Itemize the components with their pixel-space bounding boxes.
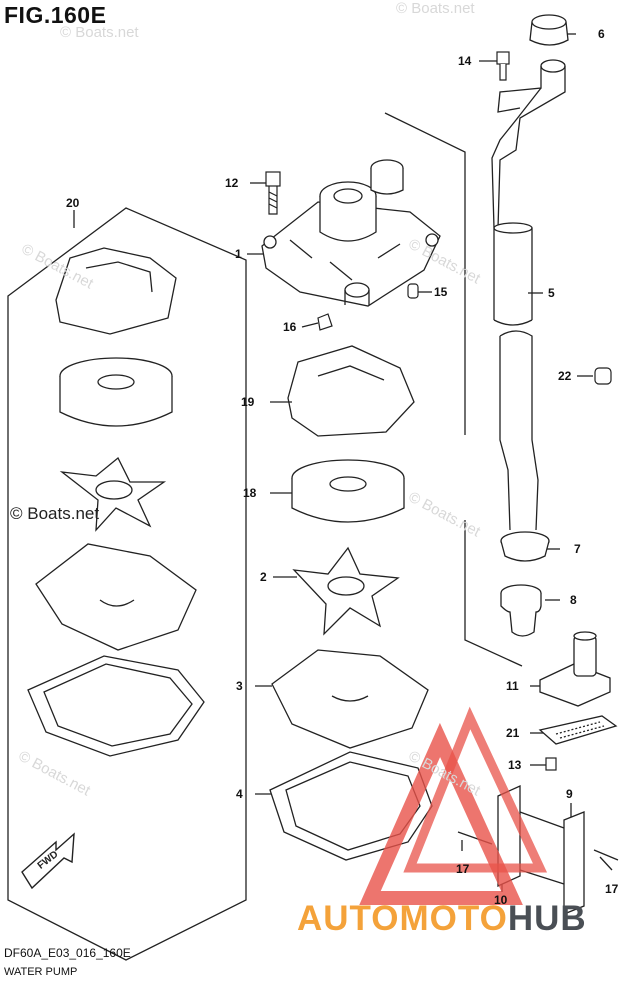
callout-1: 1: [235, 247, 242, 261]
callout-8: 8: [570, 593, 577, 607]
callout-17-right: 17: [605, 882, 619, 896]
watermark-2: © Boats.net: [60, 24, 139, 41]
seal-part-8: [500, 584, 542, 637]
callout-7: 7: [574, 542, 581, 556]
screen-part-21: [538, 715, 618, 745]
callout-6: 6: [598, 27, 605, 41]
pump-housing-part-1: [261, 159, 441, 307]
repair-kit-frame: [7, 207, 247, 961]
automotohub-triangle-logo: [359, 722, 523, 905]
fwd-arrow-icon: FWD: [21, 832, 75, 890]
brand-right-text: HUB: [507, 899, 587, 938]
figure-title: FIG.160E: [4, 2, 107, 28]
callout-20: 20: [66, 196, 80, 210]
water-tube-part-5: [491, 59, 566, 531]
callout-4: 4: [236, 787, 243, 801]
housing-group-frame: [384, 112, 466, 435]
model-code: DF60A_E03_016_160E: [4, 946, 131, 960]
callout-10: 10: [494, 893, 508, 907]
callout-22: 22: [558, 369, 572, 383]
callout-2: 2: [260, 570, 267, 584]
automotohub-brand: AUTOMOTOHUB: [297, 899, 587, 939]
section-name: WATER PUMP: [4, 966, 78, 978]
grommet-part-7: [500, 531, 550, 562]
bolt-part-14: [496, 51, 510, 81]
grommet-part-6: [529, 14, 569, 46]
key-part-16: [317, 313, 333, 331]
callout-11: 11: [506, 679, 519, 693]
main-column-items: [269, 345, 433, 861]
pin-part-15: [407, 283, 419, 299]
kit-items: [27, 247, 205, 757]
callout-13: 13: [508, 758, 522, 772]
bolt-part-13: [545, 757, 557, 771]
callout-5: 5: [548, 286, 555, 300]
bolt-part-12: [265, 171, 281, 215]
callout-16: 16: [283, 320, 297, 334]
plate-part-11: [539, 631, 611, 707]
automotohub-triangle-logo-inner: [403, 706, 548, 873]
callout-15: 15: [434, 285, 448, 299]
callout-17-left: 17: [456, 862, 470, 876]
watermark-1: © Boats.net: [396, 0, 475, 17]
callout-3: 3: [236, 679, 243, 693]
watermark-6: © Boats.net: [10, 504, 100, 523]
callout-12: 12: [225, 176, 239, 190]
callout-18: 18: [243, 486, 257, 500]
callout-9: 9: [566, 787, 573, 801]
callout-21: 21: [506, 726, 520, 740]
callout-19: 19: [241, 395, 255, 409]
callout-14: 14: [458, 54, 472, 68]
brand-left-text: AUTOMOTO: [297, 899, 508, 938]
plug-part-22: [594, 367, 612, 385]
